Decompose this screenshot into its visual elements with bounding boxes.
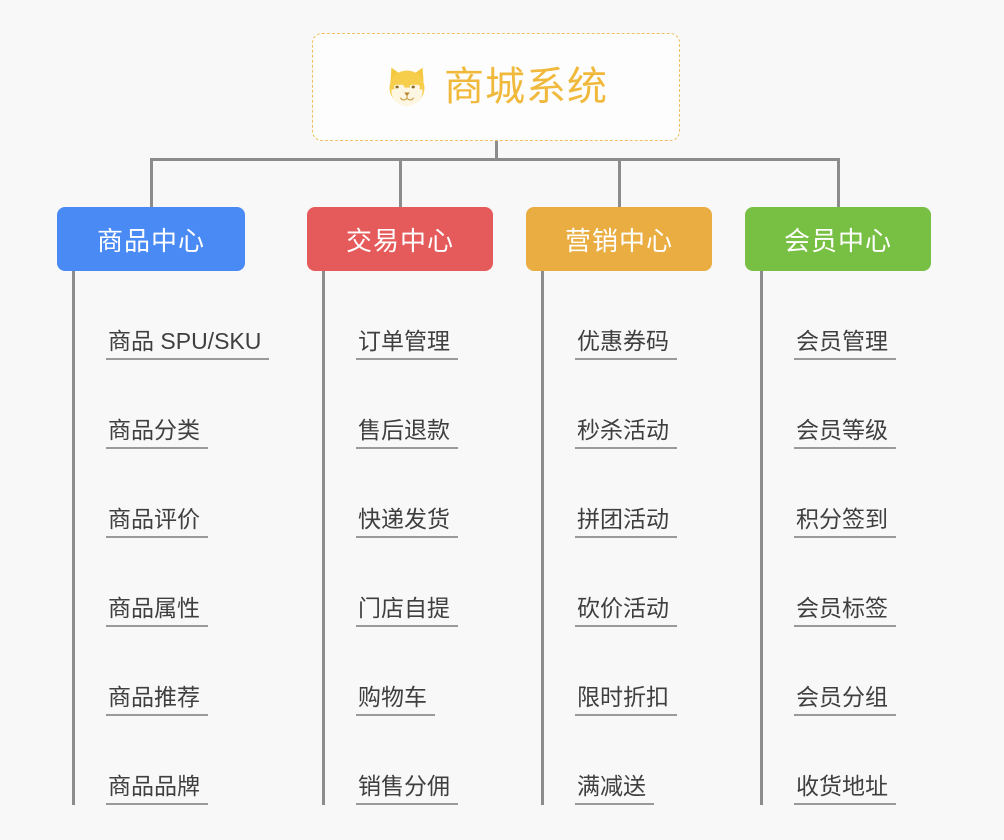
leaf-item[interactable]: 拼团活动 [541, 449, 677, 538]
leaf-item-label: 销售分佣 [356, 773, 458, 805]
leaf-item[interactable]: 商品评价 [72, 449, 269, 538]
leaf-item-label: 商品推荐 [106, 684, 208, 716]
category-header-label: 会员中心 [783, 225, 892, 256]
connector-drop-marketing-center [618, 158, 621, 208]
category-header-label: 交易中心 [345, 225, 454, 256]
category-header-product-center[interactable]: 商品中心 [57, 207, 245, 271]
connector-horizontal-bus [150, 158, 840, 161]
leaf-item[interactable]: 秒杀活动 [541, 360, 677, 449]
leaf-item-label: 拼团活动 [575, 506, 677, 538]
leaf-item[interactable]: 购物车 [322, 627, 458, 716]
leaf-item[interactable]: 限时折扣 [541, 627, 677, 716]
leaf-item-label: 售后退款 [356, 417, 458, 449]
leaf-item-label: 满减送 [575, 773, 654, 805]
leaf-item-label: 会员等级 [794, 417, 896, 449]
category-header-marketing-center[interactable]: 营销中心 [526, 207, 712, 271]
leaf-item[interactable]: 商品推荐 [72, 627, 269, 716]
leaf-item-label: 商品分类 [106, 417, 208, 449]
leaf-item[interactable]: 积分签到 [760, 449, 896, 538]
leaf-item[interactable]: 商品属性 [72, 538, 269, 627]
leaf-item[interactable]: 会员分组 [760, 627, 896, 716]
leaf-column-stem [760, 271, 763, 805]
leaf-item[interactable]: 门店自提 [322, 538, 458, 627]
connector-drop-trade-center [399, 158, 402, 208]
leaf-item-label: 购物车 [356, 684, 435, 716]
leaf-item-label: 积分签到 [794, 506, 896, 538]
leaf-item[interactable]: 会员等级 [760, 360, 896, 449]
leaf-item-label: 会员分组 [794, 684, 896, 716]
leaf-item[interactable]: 优惠券码 [541, 271, 677, 360]
category-header-label: 商品中心 [96, 225, 205, 256]
leaf-item[interactable]: 售后退款 [322, 360, 458, 449]
leaf-item[interactable]: 商品分类 [72, 360, 269, 449]
category-header-label: 营销中心 [564, 225, 673, 256]
root-node-label: 商城系统 [444, 65, 608, 109]
leaf-column-member-center: 会员管理 会员等级 积分签到 会员标签 会员分组 收货地址 [760, 271, 896, 805]
leaf-item-label: 限时折扣 [575, 684, 677, 716]
leaf-column-product-center: 商品 SPU/SKU 商品分类 商品评价 商品属性 商品推荐 商品品牌 [72, 271, 270, 805]
root-node-商城系统[interactable]: 商城系统 [312, 33, 680, 141]
leaf-column-stem [322, 271, 325, 805]
leaf-item[interactable]: 满减送 [541, 716, 677, 805]
leaf-item-label: 门店自提 [356, 595, 458, 627]
leaf-item[interactable]: 快递发货 [322, 449, 458, 538]
connector-drop-member-center [837, 158, 840, 208]
leaf-item-label: 砍价活动 [575, 595, 677, 627]
leaf-item-label: 优惠券码 [575, 328, 677, 360]
leaf-item-label: 商品 SPU/SKU [106, 328, 270, 360]
shiba-dog-icon [389, 67, 425, 108]
category-header-member-center[interactable]: 会员中心 [745, 207, 931, 271]
leaf-item-label: 会员管理 [794, 328, 896, 360]
leaf-column-stem [72, 271, 75, 805]
leaf-column-stem [541, 271, 544, 805]
category-header-trade-center[interactable]: 交易中心 [307, 207, 493, 271]
leaf-item[interactable]: 订单管理 [322, 271, 458, 360]
leaf-item[interactable]: 会员标签 [760, 538, 896, 627]
leaf-item[interactable]: 砍价活动 [541, 538, 677, 627]
leaf-item[interactable]: 收货地址 [760, 716, 896, 805]
leaf-item[interactable]: 商品品牌 [72, 716, 269, 805]
leaf-item[interactable]: 商品 SPU/SKU [72, 271, 270, 360]
leaf-item-label: 订单管理 [356, 328, 458, 360]
leaf-item[interactable]: 销售分佣 [322, 716, 458, 805]
leaf-item-label: 商品评价 [106, 506, 208, 538]
leaf-item-label: 商品品牌 [106, 773, 208, 805]
connector-root-trunk [495, 141, 498, 161]
connector-drop-product-center [150, 158, 153, 208]
leaf-item-label: 商品属性 [106, 595, 208, 627]
leaf-item[interactable]: 会员管理 [760, 271, 896, 360]
leaf-item-label: 会员标签 [794, 595, 896, 627]
leaf-column-marketing-center: 优惠券码 秒杀活动 拼团活动 砍价活动 限时折扣 满减送 [541, 271, 677, 805]
leaf-item-label: 秒杀活动 [575, 417, 677, 449]
leaf-item-label: 快递发货 [356, 506, 458, 538]
leaf-item-label: 收货地址 [794, 773, 896, 805]
leaf-column-trade-center: 订单管理 售后退款 快递发货 门店自提 购物车 销售分佣 [322, 271, 458, 805]
